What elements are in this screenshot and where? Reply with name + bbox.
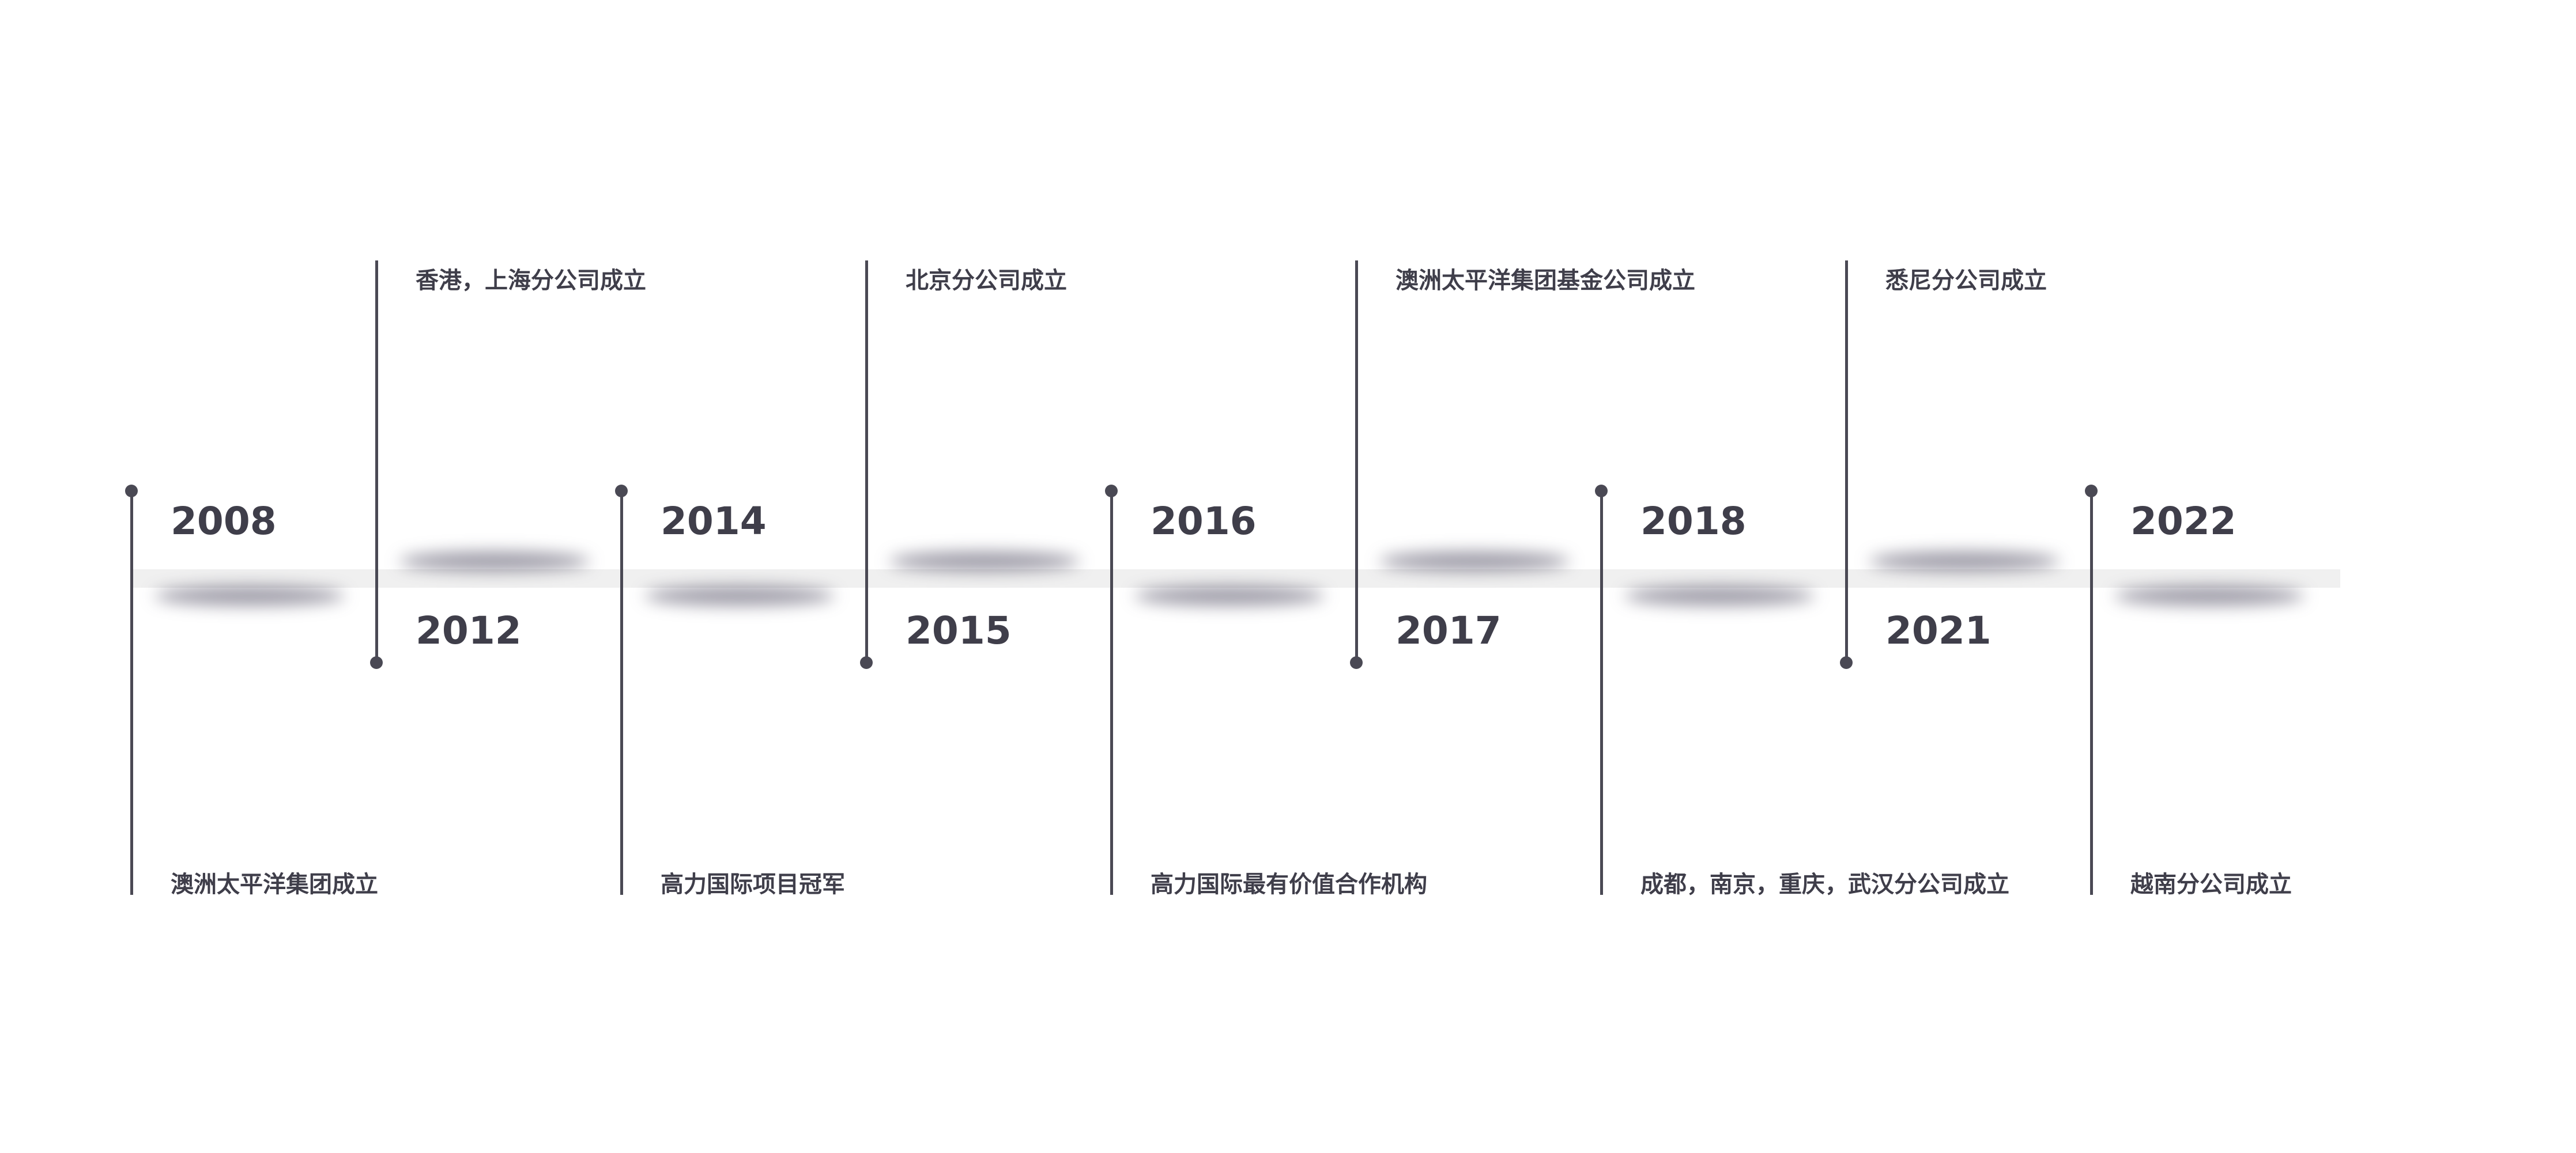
milestone-year: 2016 <box>1151 499 1257 543</box>
band-shadow <box>889 551 1080 571</box>
timeline-band <box>133 569 2340 588</box>
band-shadow <box>1379 551 1570 571</box>
milestone-year: 2012 <box>416 608 522 653</box>
milestone-dot <box>370 656 383 669</box>
milestone-stem <box>130 491 133 895</box>
milestone-dot <box>860 656 873 669</box>
milestone-event: 澳洲太平洋集团基金公司成立 <box>1396 267 1695 294</box>
milestone-event: 北京分公司成立 <box>906 267 1067 294</box>
milestone-event: 澳洲太平洋集团成立 <box>171 871 378 898</box>
milestone-dot <box>615 485 628 497</box>
milestone-dot <box>1840 656 1853 669</box>
milestone-stem <box>620 491 623 895</box>
milestone-stem <box>1110 491 1113 895</box>
milestone-event: 成都，南京，重庆，武汉分公司成立 <box>1640 871 2009 898</box>
milestone-stem <box>1600 491 1603 895</box>
milestone-dot <box>125 485 138 497</box>
milestone-dot <box>1105 485 1118 497</box>
milestone-event: 悉尼分公司成立 <box>1885 267 2047 294</box>
milestone-event: 越南分公司成立 <box>2130 871 2292 898</box>
milestone-stem <box>375 260 378 663</box>
milestone-year: 2014 <box>661 499 767 543</box>
milestone-event: 高力国际最有价值合作机构 <box>1151 871 1427 898</box>
band-shadow <box>1624 586 1815 606</box>
band-shadow <box>1134 586 1325 606</box>
milestone-stem <box>1845 260 1848 663</box>
band-shadow <box>399 551 590 571</box>
milestone-dot <box>1350 656 1363 669</box>
band-shadow <box>1869 551 2060 571</box>
milestone-year: 2018 <box>1640 499 1747 543</box>
milestone-dot <box>2085 485 2098 497</box>
milestone-stem <box>1355 260 1358 663</box>
band-shadow <box>154 586 345 606</box>
milestone-year: 2017 <box>1396 608 1502 653</box>
milestone-year: 2021 <box>1885 608 1992 653</box>
milestone-stem <box>2090 491 2093 895</box>
milestone-stem <box>865 260 868 663</box>
milestone-year: 2008 <box>171 499 277 543</box>
milestone-year: 2015 <box>906 608 1012 653</box>
milestone-dot <box>1595 485 1608 497</box>
milestone-event: 香港，上海分公司成立 <box>416 267 646 294</box>
band-shadow <box>2114 586 2305 606</box>
band-shadow <box>644 586 835 606</box>
milestone-event: 高力国际项目冠军 <box>661 871 845 898</box>
milestone-year: 2022 <box>2130 499 2236 543</box>
